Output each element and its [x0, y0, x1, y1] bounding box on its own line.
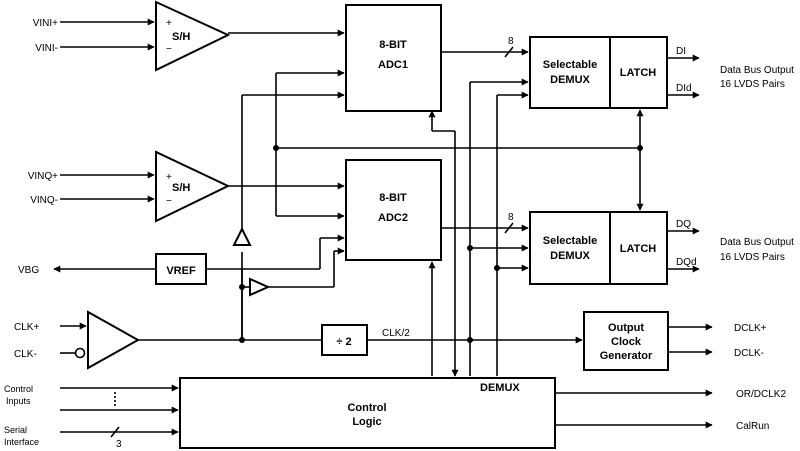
sh-i-minus: − [166, 44, 172, 55]
data-bus-i-line1: Data Bus Output [720, 65, 794, 76]
sh-q-plus: + [166, 172, 172, 183]
clk-plus-label: CLK+ [14, 322, 39, 333]
control-inputs-line1: Control [4, 384, 33, 394]
vbg-label: VBG [18, 265, 39, 276]
adc1-block: 8-BIT ADC1 [345, 4, 442, 112]
vref-block: VREF [155, 253, 207, 285]
data-bus-q-line2: 16 LVDS Pairs [720, 252, 785, 263]
adc2-block: 8-BIT ADC2 [345, 159, 442, 261]
divider-label: ÷ 2 [336, 336, 351, 348]
calrun-label: CalRun [736, 421, 769, 432]
demux-q-line2: DEMUX [550, 250, 590, 262]
di-label: DI [676, 46, 686, 57]
ocg-line1: Output [608, 322, 644, 334]
small-buffer-triangle [249, 277, 271, 297]
demux-i-line2: DEMUX [550, 74, 590, 86]
serial-interface-line2: Interface [4, 437, 39, 447]
vin-q-plus-label: VINQ+ [28, 171, 58, 182]
adc1-line2: ADC1 [378, 59, 408, 71]
control-logic-line2: Logic [352, 416, 381, 428]
adc1-line1: 8-BIT [379, 39, 407, 51]
vref-label: VREF [166, 265, 196, 277]
sample-hold-q: + − S/H [155, 150, 231, 223]
clk-div2-label: CLK/2 [382, 328, 410, 339]
adc1-bus-width: 8 [508, 36, 514, 47]
clock-buffer [74, 310, 141, 370]
latch-q-label: LATCH [620, 243, 657, 255]
output-clock-generator: Output Clock Generator [583, 311, 669, 371]
adc2-bus-width: 8 [508, 212, 514, 223]
or-dclk2-label: OR/DCLK2 [736, 389, 786, 400]
signal-wires [53, 18, 713, 438]
sh-q-label: S/H [172, 182, 190, 194]
data-bus-q-line1: Data Bus Output [720, 237, 794, 248]
dqd-label: DQd [676, 257, 697, 268]
control-logic-line1: Control [347, 402, 386, 414]
demux-q-line1: Selectable [543, 235, 597, 247]
junction-dots [239, 145, 643, 343]
input-labels: VINI+ VINI- VINQ+ VINQ- VBG CLK+ CLK- Co… [4, 18, 58, 447]
sh-q-minus: − [166, 196, 172, 207]
vin-i-minus-label: VINI- [35, 43, 58, 54]
demux-i-line1: Selectable [543, 59, 597, 71]
control-inputs-line2: Inputs [6, 396, 31, 406]
control-logic-block: Control Logic DEMUX [179, 377, 556, 449]
signal-labels: 8 8 3 CLK/2 DI DId DQ DQd [116, 36, 697, 450]
demux-latch-i: Selectable DEMUX LATCH [529, 36, 668, 109]
ref-buffer-triangle [232, 226, 252, 246]
latch-i-label: LATCH [620, 67, 657, 79]
clk-minus-label: CLK- [14, 349, 37, 360]
dclk-minus-label: DCLK- [734, 348, 764, 359]
adc2-line2: ADC2 [378, 212, 408, 224]
data-bus-i-line2: 16 LVDS Pairs [720, 79, 785, 90]
sh-i-label: S/H [172, 31, 190, 43]
vin-i-plus-label: VINI+ [33, 18, 58, 29]
did-label: DId [676, 83, 692, 94]
adc2-line1: 8-BIT [379, 192, 407, 204]
sample-hold-i: + − S/H [155, 0, 231, 72]
sh-i-plus: + [166, 18, 172, 29]
serial-bus-width: 3 [116, 439, 122, 450]
ocg-line3: Generator [600, 350, 653, 362]
control-demux-label: DEMUX [480, 382, 520, 394]
dclk-plus-label: DCLK+ [734, 323, 767, 334]
demux-latch-q: Selectable DEMUX LATCH [529, 211, 668, 285]
vin-q-minus-label: VINQ- [30, 195, 58, 206]
dq-label: DQ [676, 219, 691, 230]
divide-by-2-block: ÷ 2 [321, 324, 368, 356]
ocg-line2: Clock [611, 336, 642, 348]
serial-interface-line1: Serial [4, 425, 27, 435]
output-labels: Data Bus Output 16 LVDS Pairs Data Bus O… [720, 65, 794, 432]
